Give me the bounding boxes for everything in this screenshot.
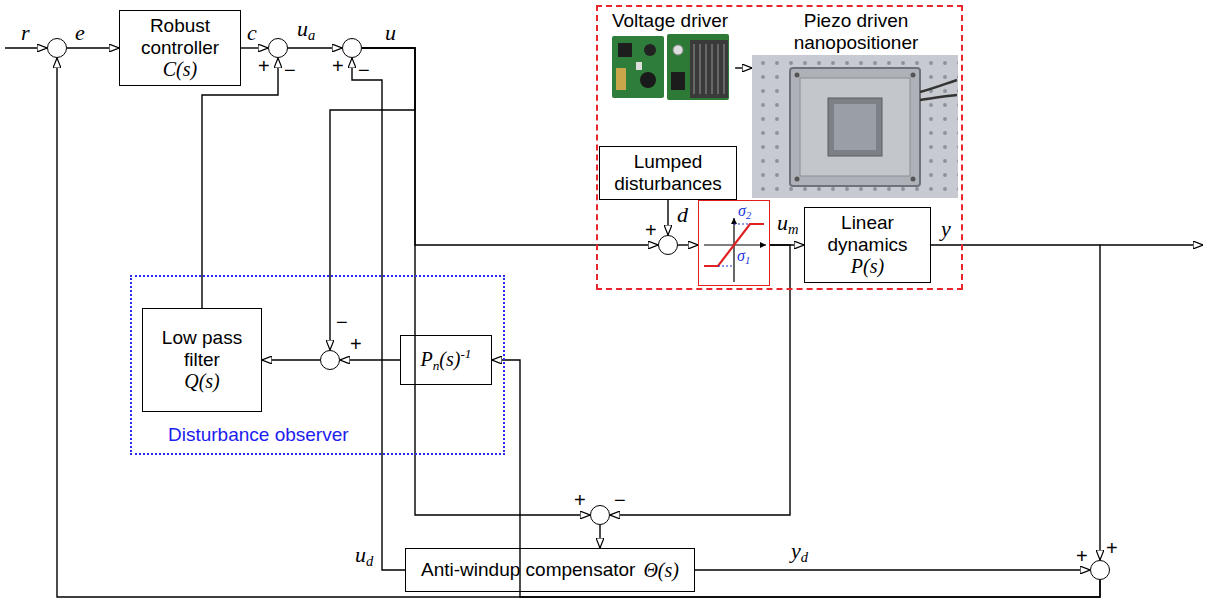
- subscript: d: [366, 553, 373, 569]
- sign-label: −: [358, 60, 370, 80]
- block: Low pass filterQ(s): [142, 308, 262, 412]
- connector: [57, 58, 1100, 597]
- block-label: Pn(s)-1: [421, 346, 472, 373]
- signal-label: r: [20, 22, 31, 44]
- block-label: Low pass filter: [143, 327, 261, 371]
- block-label: Voltage driver: [612, 10, 728, 32]
- connector: [67, 47, 119, 48]
- signal-label: y: [940, 218, 952, 240]
- connector: [362, 48, 590, 515]
- block-label: Θ(s): [643, 559, 679, 582]
- block: Linear dynamicsP(s): [804, 207, 931, 284]
- signal-label: d: [676, 204, 689, 226]
- connector: [678, 244, 698, 245]
- signal-label: c: [246, 22, 258, 44]
- sign-label: −: [284, 60, 296, 80]
- subscript: n: [433, 358, 440, 373]
- block: Lumped disturbances: [599, 146, 737, 200]
- superscript: -1: [460, 346, 471, 361]
- sign-label: +: [332, 56, 344, 76]
- signal-label: ua: [296, 18, 316, 43]
- connector: [352, 58, 405, 570]
- block-label: Lumped disturbances: [600, 151, 736, 195]
- signal-label: u: [384, 22, 397, 44]
- group-region: Disturbance observer Low pass filterQ(s) −…: [130, 275, 505, 455]
- subscript: a: [308, 27, 315, 43]
- block: Pn(s)-1: [400, 335, 492, 385]
- block-label: Piezo driven nanopositioner: [781, 10, 931, 54]
- sign-label: +: [258, 56, 270, 76]
- summing-junction: [47, 38, 67, 58]
- saturation-symbol: [704, 218, 766, 282]
- summing-junction: +−: [268, 38, 288, 58]
- device-photo: Voltage driver: [605, 8, 735, 104]
- connector: [695, 569, 1090, 570]
- sign-label: +: [1106, 538, 1118, 558]
- sign-label: +: [574, 490, 586, 510]
- summing-junction: +−: [342, 38, 362, 58]
- connector: [667, 200, 668, 235]
- group-region: Voltage driver Piezo driven nanopositione…: [596, 5, 963, 290]
- summing-junction: +: [658, 235, 678, 255]
- connector: [735, 67, 752, 68]
- block-label: Q(s): [184, 370, 220, 393]
- subscript: d: [801, 549, 808, 565]
- connector: [931, 245, 1100, 560]
- subscript: 2: [746, 210, 751, 221]
- block-label: σ2: [738, 203, 751, 222]
- signal-label: e: [74, 22, 86, 44]
- signal-label: ud: [354, 544, 374, 569]
- connector: [241, 47, 268, 48]
- subscript: m: [788, 221, 798, 237]
- signal-label: yd: [790, 540, 809, 565]
- block: Robust controllerC(s): [119, 10, 241, 87]
- sign-label: +: [350, 334, 362, 354]
- subscript: 1: [745, 255, 750, 266]
- sign-label: +: [1076, 546, 1088, 566]
- connector: [340, 359, 400, 360]
- block-label: Anti-windup compensator: [421, 559, 635, 581]
- connector: [262, 359, 320, 360]
- driver-photo: [612, 34, 729, 100]
- sign-label: −: [614, 490, 626, 510]
- block-label: P(s): [851, 255, 884, 278]
- block: Anti-windup compensator Θ(s): [405, 548, 695, 592]
- summing-junction: +−: [590, 505, 610, 525]
- connector: [288, 47, 342, 48]
- connector: [330, 48, 415, 350]
- summing-junction: ++: [1090, 560, 1110, 580]
- block-label: Linear dynamics: [805, 212, 930, 256]
- sign-label: +: [645, 220, 657, 240]
- sign-label: −: [336, 312, 348, 332]
- block-label: σ1: [737, 248, 750, 267]
- connector: [202, 58, 278, 308]
- device-photo: Piezo driven nanopositioner: [752, 8, 960, 200]
- saturation-block: σ2 σ1: [698, 200, 770, 286]
- signal-label: um: [776, 212, 799, 237]
- nanopositioner-photo: [752, 55, 958, 198]
- output-wire: [1100, 244, 1203, 245]
- block-label: C(s): [163, 58, 197, 81]
- block-label: Robust controller: [120, 15, 240, 59]
- connector: [599, 525, 600, 548]
- input-wire: [5, 47, 47, 48]
- summing-junction: −+: [320, 350, 340, 370]
- block-label: Disturbance observer: [168, 424, 349, 446]
